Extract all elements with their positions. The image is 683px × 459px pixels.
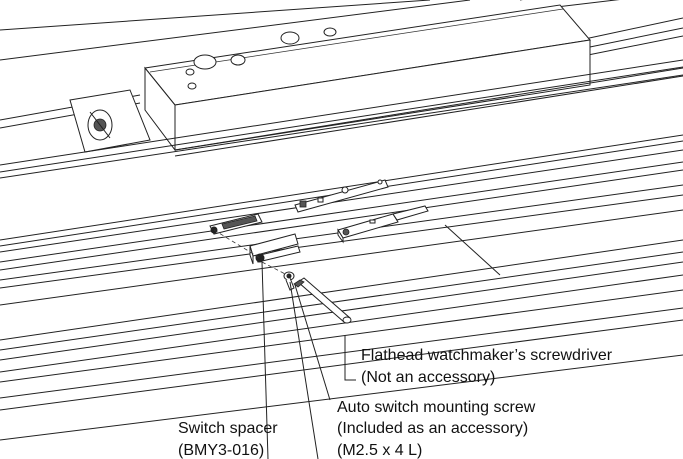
- auto-switch-mounted: [209, 213, 263, 235]
- auto-switch-loose: [337, 205, 429, 244]
- switch-spacer: [249, 233, 301, 265]
- leader-lines: [261, 261, 356, 459]
- label-screw-size: (M2.5 x 4 L): [337, 442, 422, 459]
- label-screw-note: (Included as an accessory): [337, 420, 528, 437]
- label-screwdriver-name: Flathead watchmaker’s screwdriver: [361, 347, 613, 364]
- auto-switch-upper: [294, 179, 389, 213]
- label-spacer-name: Switch spacer: [178, 420, 278, 437]
- label-spacer-part-number: (BMY3-016): [178, 442, 264, 459]
- label-screwdriver-note: (Not an accessory): [361, 369, 495, 386]
- base-rail: [0, 59, 683, 441]
- label-screw-name: Auto switch mounting screw: [337, 399, 536, 416]
- mounting-screw: [283, 271, 295, 291]
- assembly-guide-lines: [213, 229, 290, 277]
- flathead-screwdriver: [293, 277, 352, 324]
